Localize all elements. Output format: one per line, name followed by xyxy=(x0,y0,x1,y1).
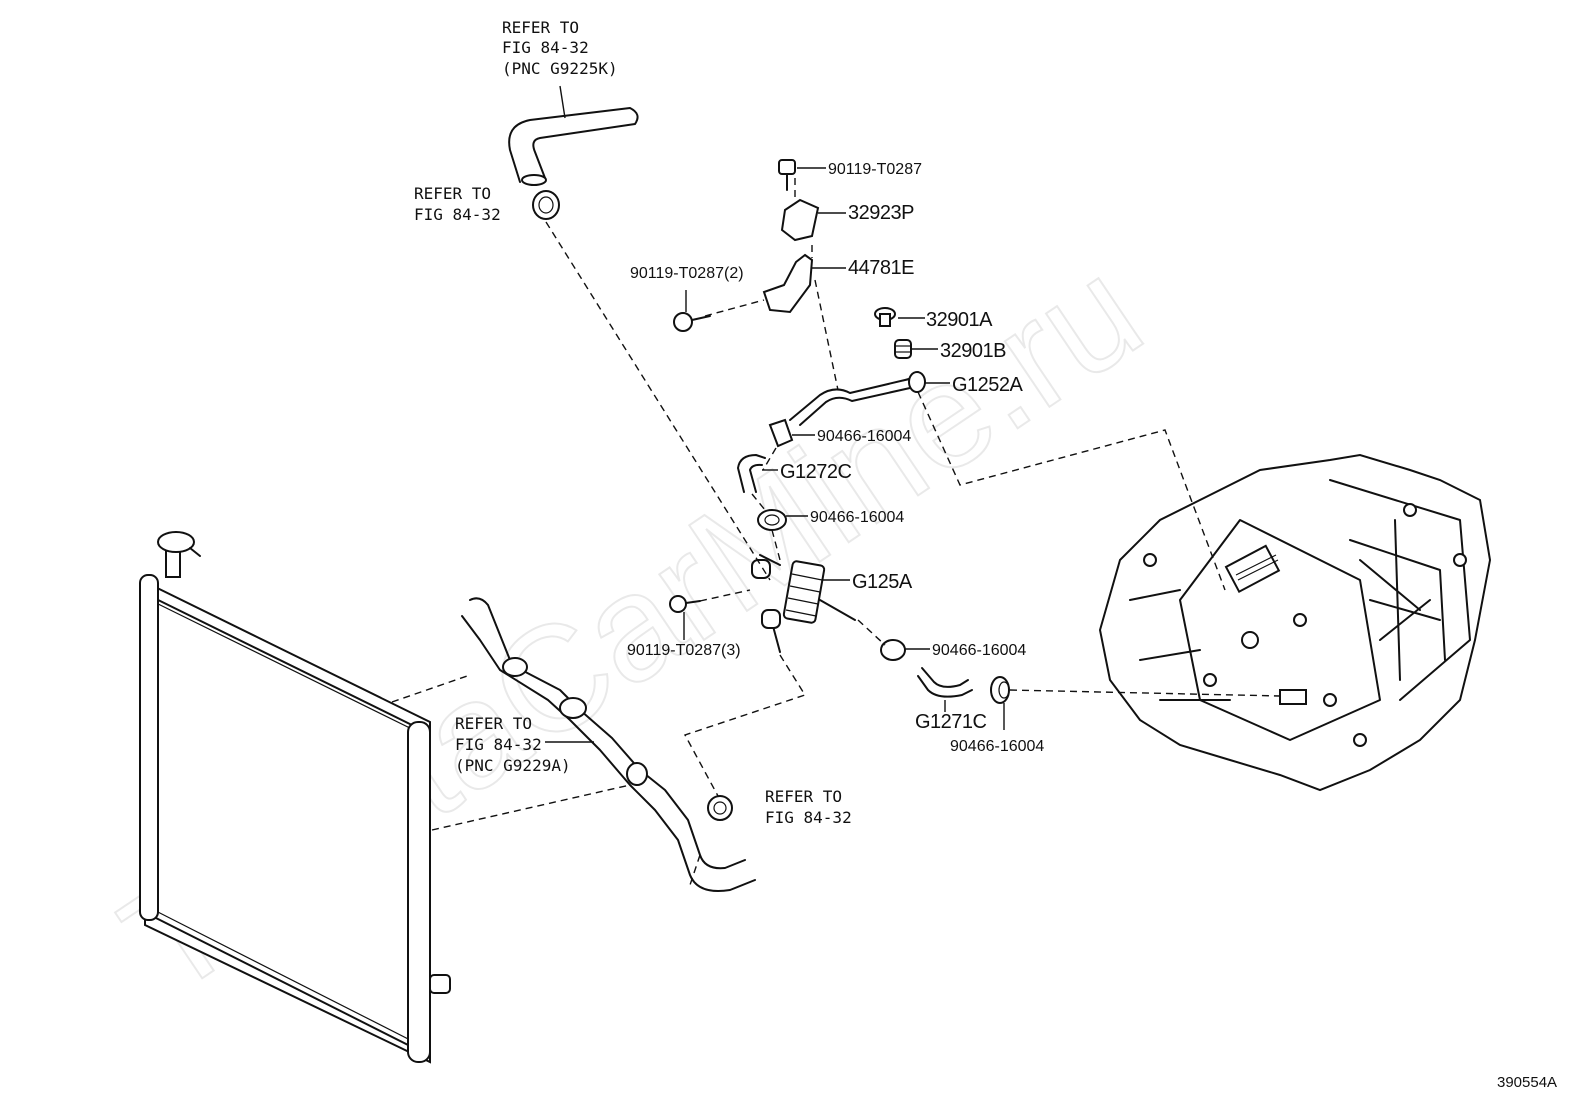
clamp-3 xyxy=(880,639,930,661)
label-bolt-top: 90119-T0287 xyxy=(828,161,922,178)
clamp-top-ref xyxy=(532,190,560,220)
clamp-2 xyxy=(757,509,808,531)
bolt-top xyxy=(778,159,826,191)
label-clamp-3: 90466-16004 xyxy=(932,642,1026,659)
ref-top-line2: FIG 84-32 xyxy=(502,38,589,57)
label-44781e: 44781E xyxy=(848,257,914,279)
ref-clamp-top-line2: FIG 84-32 xyxy=(414,205,501,224)
ref-clamp-top: REFER TO FIG 84-32 xyxy=(414,184,501,224)
bracket-44781e xyxy=(762,253,846,314)
bracket-32923p xyxy=(780,198,846,242)
hose-g1271c xyxy=(917,667,973,712)
label-clamp-2: 90466-16004 xyxy=(810,509,904,526)
ref-hose-mid-line2: FIG 84-32 xyxy=(455,735,542,754)
label-bolt-3: 90119-T0287(3) xyxy=(627,642,741,659)
clamp-bottom-ref xyxy=(707,795,733,821)
label-g1252a: G1252A xyxy=(952,374,1024,396)
ref-top: REFER TO FIG 84-32 (PNC G9225K) xyxy=(502,18,618,78)
ref-clamp-bottom: REFER TO FIG 84-32 xyxy=(765,787,852,827)
hose-g1272c xyxy=(737,454,778,493)
hose-upper xyxy=(508,85,639,186)
radiator xyxy=(139,531,451,1064)
label-bolt-2: 90119-T0287(2) xyxy=(630,265,744,282)
label-g1272c: G1272C xyxy=(780,461,852,483)
label-32901a: 32901A xyxy=(926,309,993,331)
hose-lower xyxy=(461,597,756,892)
ref-hose-mid-line1: REFER TO xyxy=(455,714,532,733)
ref-top-line3: (PNC G9225K) xyxy=(502,59,618,78)
clamp-4 xyxy=(990,676,1010,730)
figure-id: 390554A xyxy=(1497,1074,1557,1091)
plug-32901a xyxy=(874,307,925,327)
ref-hose-mid-line3: (PNC G9229A) xyxy=(455,756,571,775)
label-clamp-4: 90466-16004 xyxy=(950,738,1044,755)
bolt-3 xyxy=(669,595,701,640)
ref-hose-mid: REFER TO FIG 84-32 (PNC G9229A) xyxy=(455,714,571,775)
gasket-32901b xyxy=(894,339,938,359)
pipe-g1252a xyxy=(789,371,950,426)
label-32901b: 32901B xyxy=(940,340,1006,362)
clamp-1 xyxy=(768,418,815,448)
label-g1271c: G1271C xyxy=(915,711,987,733)
ref-top-line1: REFER TO xyxy=(502,18,579,37)
connection-lines xyxy=(391,178,1281,886)
bolt-2 xyxy=(673,290,711,332)
ref-clamp-bottom-line2: FIG 84-32 xyxy=(765,808,852,827)
label-g125a: G125A xyxy=(852,571,913,593)
label-32923p: 32923P xyxy=(848,202,914,224)
transaxle xyxy=(1098,453,1492,792)
label-clamp-1: 90466-16004 xyxy=(817,428,911,445)
ref-clamp-bottom-line1: REFER TO xyxy=(765,787,842,806)
ref-clamp-top-line1: REFER TO xyxy=(414,184,491,203)
